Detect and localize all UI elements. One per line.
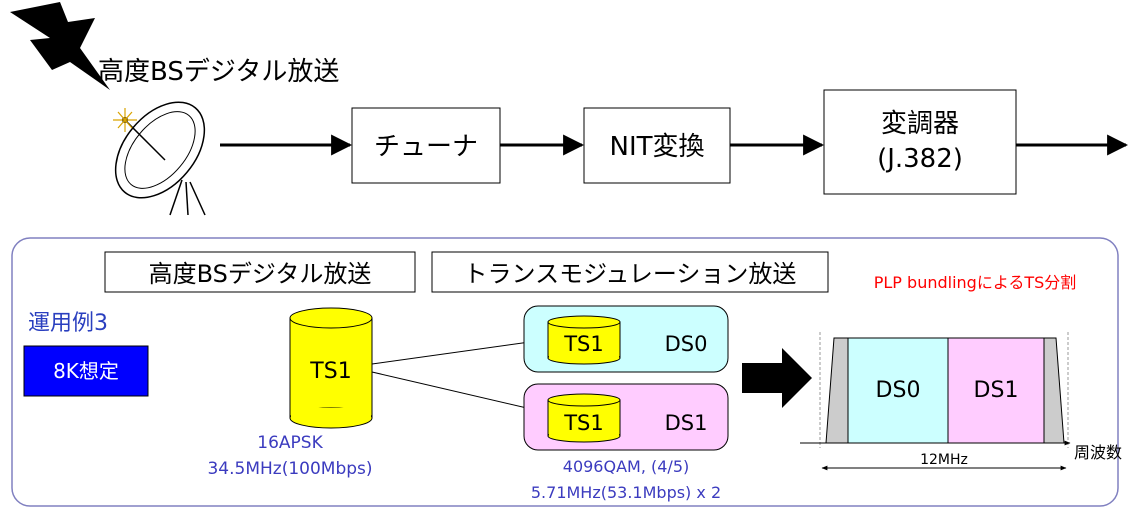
spectrum-band-ds1 — [947, 337, 1045, 444]
tuner-label: チューナ — [374, 132, 478, 162]
ds0-ts-label: TS1 — [563, 332, 604, 356]
nit-box — [583, 107, 731, 184]
bandwidth-label: 12MHz — [920, 452, 968, 468]
ds1-ts-cylinder — [547, 393, 621, 443]
badge-8k — [23, 345, 149, 397]
ds1-ts-label: TS1 — [563, 411, 604, 435]
plp-label: PLP bundlingによるTS分割 — [874, 273, 1077, 292]
trans-title: トランスモジュレーション放送 — [464, 260, 797, 288]
source-title-box — [104, 251, 416, 293]
badge-label: 8K想定 — [53, 359, 119, 383]
modulator-label: 変調器 — [881, 109, 959, 139]
source-modulation: 16APSK — [257, 433, 323, 453]
source-ts-cylinder — [289, 307, 373, 429]
broadcast-label: 高度BSデジタル放送 — [98, 57, 339, 87]
ds0-ts-cylinder — [547, 315, 621, 365]
source-title: 高度BSデジタル放送 — [149, 260, 372, 288]
example-panel — [11, 237, 1119, 507]
lightning-icon — [10, 2, 110, 90]
spectrum — [800, 332, 1071, 471]
ds1-label: DS1 — [665, 411, 708, 435]
spectrum-right-rolloff — [1043, 337, 1065, 444]
trans-bandwidth: 5.71MHz(53.1Mbps) x 2 — [531, 483, 721, 502]
big-arrow-icon — [742, 348, 812, 408]
ds0-label: DS0 — [665, 332, 708, 356]
source-ts-label: TS1 — [309, 359, 351, 384]
trans-title-box — [431, 251, 829, 293]
modulator-standard: (J.382) — [877, 144, 963, 174]
spectrum-left-rolloff — [825, 337, 849, 444]
example-label: 運用例3 — [28, 311, 108, 336]
arrow-to-ds0 — [371, 338, 545, 365]
frequency-axis-label: 周波数 — [1074, 443, 1122, 462]
tuner-box — [351, 107, 501, 184]
modulator-box — [823, 89, 1017, 195]
satellite-dish-icon — [113, 101, 206, 216]
source-bandwidth: 34.5MHz(100Mbps) — [207, 459, 372, 479]
spectrum-ds0-label: DS0 — [876, 378, 921, 403]
nit-label: NIT変換 — [610, 132, 705, 162]
arrow-to-ds1 — [371, 371, 545, 414]
spectrum-ds1-label: DS1 — [974, 378, 1019, 403]
trans-modulation: 4096QAM, (4/5) — [563, 457, 689, 476]
